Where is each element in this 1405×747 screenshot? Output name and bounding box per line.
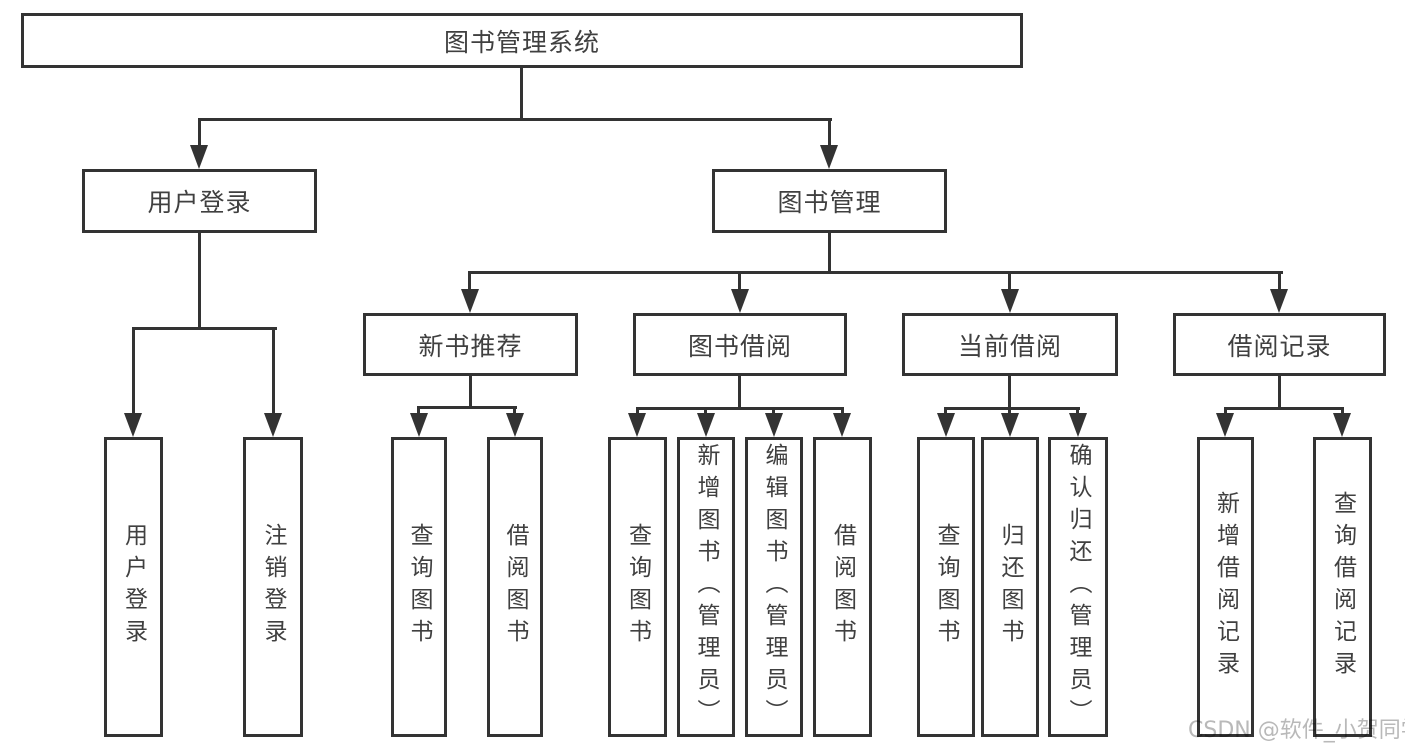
node-add-borrow-record: 新增借阅记录 xyxy=(1197,437,1254,737)
node-label: 查询借阅记录 xyxy=(1329,491,1356,683)
connector-line xyxy=(1076,407,1079,415)
arrow-down-icon xyxy=(833,413,851,437)
node-label: 图书管理系统 xyxy=(443,27,600,57)
node-label: 图书借阅 xyxy=(687,331,792,361)
node-query-books-current: 查询图书 xyxy=(917,437,975,737)
node-user-login: 用户登录 xyxy=(82,169,317,233)
watermark: CSDN @软件_小贺同学 xyxy=(1188,718,1405,743)
arrow-down-icon xyxy=(1069,413,1087,437)
node-query-books-borrowing: 查询图书 xyxy=(608,437,667,737)
arrow-down-icon xyxy=(820,145,838,169)
node-borrow-books: 借阅图书 xyxy=(813,437,872,737)
node-book-borrowing: 图书借阅 xyxy=(633,313,847,376)
node-confirm-return-admin: 确认归还（管理员） xyxy=(1048,437,1108,737)
arrow-down-icon xyxy=(124,413,142,437)
node-label: 查询图书 xyxy=(406,523,432,651)
node-label: 用户登录 xyxy=(147,188,252,217)
connector-line xyxy=(841,407,844,415)
node-label: 借阅图书 xyxy=(502,523,528,651)
connector-line xyxy=(1278,376,1281,409)
arrow-down-icon xyxy=(765,413,783,437)
node-label: 新增图书（管理员） xyxy=(693,443,719,731)
node-label: 查询图书 xyxy=(933,523,959,651)
arrow-down-icon xyxy=(264,413,282,437)
node-user-login-leaf: 用户登录 xyxy=(104,437,163,737)
connector-line xyxy=(1008,376,1011,409)
arrow-down-icon xyxy=(937,413,955,437)
connector-line xyxy=(636,407,639,415)
node-label: 新书推荐 xyxy=(418,331,523,361)
connector-line xyxy=(1224,407,1227,415)
node-label: 归还图书 xyxy=(997,523,1023,651)
connector-line xyxy=(198,118,832,121)
connector-line xyxy=(944,407,1080,410)
arrow-down-icon xyxy=(461,289,479,313)
arrow-down-icon xyxy=(1216,413,1234,437)
node-label: 图书管理 xyxy=(777,188,882,217)
connector-line xyxy=(1278,271,1281,291)
connector-line xyxy=(1008,407,1011,415)
connector-line xyxy=(1341,407,1344,415)
node-label: 当前借阅 xyxy=(957,331,1062,361)
node-label: 查询图书 xyxy=(624,523,651,651)
node-logout: 注销登录 xyxy=(243,437,303,737)
node-label: 借阅图书 xyxy=(829,523,856,651)
node-label: 新增借阅记录 xyxy=(1212,491,1239,683)
connector-line xyxy=(198,233,201,330)
connector-line xyxy=(704,407,707,415)
connector-line xyxy=(272,327,275,415)
node-edit-books-admin: 编辑图书（管理员） xyxy=(745,437,803,737)
connector-line xyxy=(828,233,831,274)
node-label: 编辑图书（管理员） xyxy=(761,443,787,731)
connector-line xyxy=(417,406,517,409)
connector-line xyxy=(1224,407,1344,410)
arrow-down-icon xyxy=(628,413,646,437)
connector-line xyxy=(417,406,420,415)
connector-line xyxy=(468,271,1283,274)
arrow-down-icon xyxy=(190,145,208,169)
connector-line xyxy=(738,271,741,291)
node-query-books-recommendation: 查询图书 xyxy=(391,437,447,737)
node-new-book-recommendation: 新书推荐 xyxy=(363,313,578,376)
node-add-books-admin: 新增图书（管理员） xyxy=(677,437,735,737)
node-borrowing-records: 借阅记录 xyxy=(1173,313,1386,376)
connector-line xyxy=(513,406,516,415)
node-borrow-books-recommendation: 借阅图书 xyxy=(487,437,543,737)
connector-line xyxy=(468,271,471,291)
node-label: 用户登录 xyxy=(120,523,147,651)
node-query-borrow-record: 查询借阅记录 xyxy=(1313,437,1372,737)
connector-line xyxy=(772,407,775,415)
node-label: 确认归还（管理员） xyxy=(1065,443,1091,731)
connector-line xyxy=(198,118,201,150)
arrow-down-icon xyxy=(1001,413,1019,437)
node-label: 借阅记录 xyxy=(1227,331,1332,361)
connector-line xyxy=(520,68,523,121)
arrow-down-icon xyxy=(1001,289,1019,313)
connector-line xyxy=(1008,271,1011,291)
connector-line xyxy=(944,407,947,415)
node-library-management-system: 图书管理系统 xyxy=(21,13,1023,68)
connector-line xyxy=(828,118,831,150)
arrow-down-icon xyxy=(731,289,749,313)
arrow-down-icon xyxy=(1270,289,1288,313)
node-return-books: 归还图书 xyxy=(981,437,1039,737)
arrow-down-icon xyxy=(410,413,428,437)
arrow-down-icon xyxy=(1333,413,1351,437)
connector-line xyxy=(738,376,741,409)
arrow-down-icon xyxy=(506,413,524,437)
connector-line xyxy=(636,407,844,410)
connector-line xyxy=(132,327,277,330)
node-current-borrowing: 当前借阅 xyxy=(902,313,1118,376)
connector-line xyxy=(469,376,472,408)
arrow-down-icon xyxy=(697,413,715,437)
node-book-management: 图书管理 xyxy=(712,169,947,233)
connector-line xyxy=(132,327,135,415)
node-label: 注销登录 xyxy=(260,523,286,651)
